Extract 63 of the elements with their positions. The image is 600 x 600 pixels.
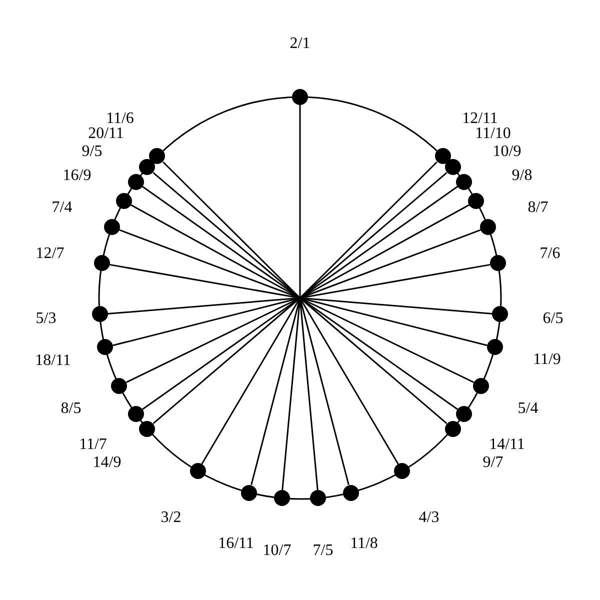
ratio-label: 5/4 (518, 401, 538, 417)
dot-marker (104, 219, 120, 236)
ratio-label: 9/7 (482, 455, 504, 471)
ratio-label: 7/6 (540, 246, 560, 262)
ratio-label: 12/7 (36, 246, 64, 262)
ratio-label: 11/7 (79, 437, 107, 453)
ratio-label: 2/1 (290, 36, 310, 52)
dot-marker (111, 378, 128, 394)
ratio-label: 11/6 (106, 111, 134, 127)
dot-marker (492, 306, 508, 322)
dot-marker (394, 463, 410, 480)
ratio-label: 8/7 (528, 200, 548, 216)
ratio-label: 11/10 (475, 126, 511, 142)
ratio-label: 18/11 (35, 353, 71, 369)
dot-marker (94, 255, 110, 272)
dot-marker (97, 339, 114, 356)
spoke-line (299, 105, 301, 298)
spoke-line (300, 297, 448, 424)
dot-marker (310, 490, 326, 506)
dot-marker (342, 484, 359, 500)
dot-marker (128, 174, 144, 190)
ratio-label: 10/7 (262, 543, 292, 559)
dot-marker (292, 89, 308, 105)
dot-marker (480, 219, 496, 236)
dot-marker (444, 420, 461, 437)
ratio-label: 9/8 (512, 168, 532, 184)
dot-marker (444, 159, 461, 176)
dot-marker (139, 420, 156, 437)
dot-marker (434, 148, 451, 164)
ratio-label: 9/5 (82, 144, 102, 160)
ratio-label: 5/3 (36, 311, 56, 327)
dot-marker (468, 193, 484, 210)
ratio-label: 16/11 (218, 536, 254, 552)
spoke-line (152, 297, 300, 424)
ratio-label: 20/11 (88, 126, 124, 142)
spoke-line (299, 298, 399, 465)
ratio-label: 14/11 (489, 437, 525, 453)
ratio-label: 3/2 (160, 510, 182, 526)
ratio-label: 10/9 (492, 144, 522, 160)
ratio-label: 4/3 (418, 510, 440, 526)
dot-marker (149, 148, 166, 164)
ratio-label: 14/9 (92, 455, 122, 471)
ratio-label: 16/9 (62, 168, 92, 184)
spoke-line (201, 298, 301, 465)
dot-marker (456, 174, 472, 190)
ratio-label: 12/11 (462, 111, 498, 127)
dot-marker (456, 406, 472, 422)
dot-marker (116, 193, 132, 210)
dot-marker (128, 406, 144, 422)
ratio-label: 6/5 (542, 311, 564, 327)
dot-marker (486, 339, 503, 356)
ratio-label: 11/8 (350, 536, 378, 552)
ratio-label: 8/5 (60, 401, 82, 417)
ratio-label: 7/4 (52, 200, 72, 216)
dot-marker (139, 159, 156, 176)
dot-marker (490, 255, 506, 272)
ratio-label: 11/9 (533, 352, 561, 368)
dot-marker (472, 378, 489, 394)
dot-marker (274, 490, 290, 506)
ratio-label: 7/5 (312, 543, 334, 559)
dot-marker (92, 306, 108, 322)
dot-marker (241, 484, 258, 500)
dot-marker (190, 463, 206, 480)
